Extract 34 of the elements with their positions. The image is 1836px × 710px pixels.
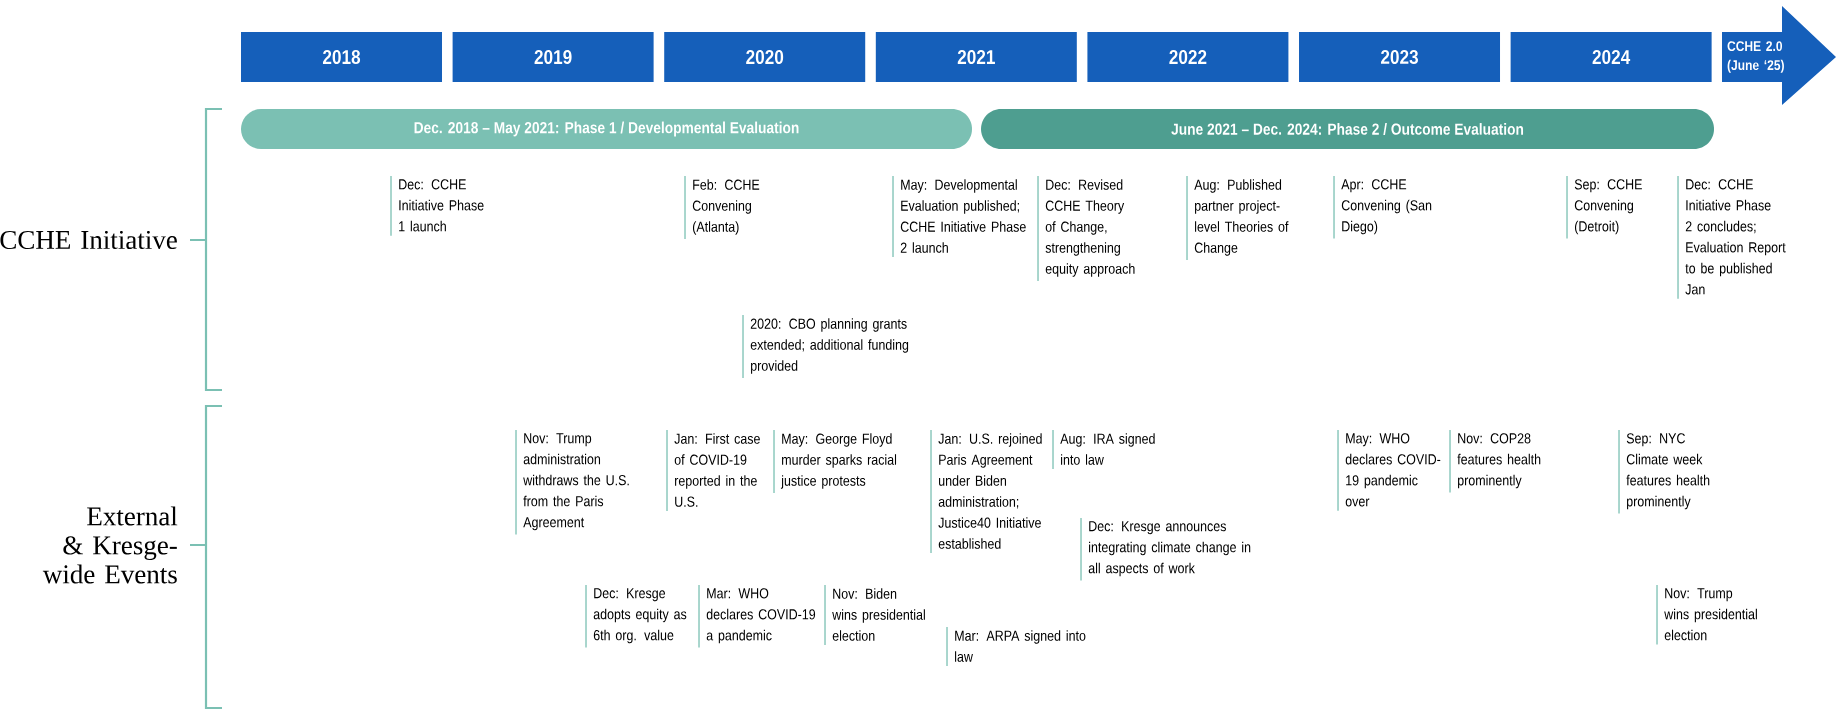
event-note: Sep: NYC Climate week features health prominently [1618,429,1710,515]
event-note: Dec: CCHE Initiative Phase 2 concludes; Evaluation Report to be published Jan [1677,175,1786,300]
event-note: May: WHO declares COVID-19 pandemic over [1337,429,1441,512]
event-note: Apr: CCHE Convening (San Diego) [1333,175,1432,240]
event-note: Jan: U.S. rejoined Paris Agreement under Biden administration; Justice40 Initiative established [930,429,1042,554]
year-box: 2021 [875,32,1077,82]
event-note: Dec: Kresge announces integrating climate change in all aspects of work [1080,517,1251,582]
event-note: Nov: Trump wins presidential election [1656,584,1757,646]
year-box: 2023 [1299,32,1500,82]
event-note: Nov: Trump administration withdraws the U.S. from the Paris Agreement [515,429,629,536]
event-note: Sep: CCHE Convening (Detroit) [1566,175,1642,240]
event-note: 2020: CBO planning grants extended; additional funding provided [742,314,909,379]
event-note: Mar: ARPA signed into law [946,626,1086,667]
year-box: 2022 [1087,32,1289,82]
event-note: Jan: First case of COVID-19 reported in the U.S. [666,429,760,512]
event-note: Mar: WHO declares COVID-19 a pandemic [698,584,816,649]
year-box: 2019 [452,32,654,82]
event-note: May: George Floyd murder sparks racial justice protests [773,429,897,494]
event-note: Feb: CCHE Convening (Atlanta) [684,175,760,240]
year-box: 2024 [1510,32,1712,82]
event-note: Dec: CCHE Initiative Phase 1 launch [390,175,484,237]
event-note: Aug: Published partner project-level Theories of Change [1186,175,1289,261]
event-note: Dec: Kresge adopts equity as 6th org. value [585,584,687,649]
group-label: External & Kresge-wide Events [42,506,178,584]
group-label: CCHE Initiative [0,230,177,250]
event-note: Nov: Biden wins presidential election [824,584,925,646]
event-note: May: Developmental Evaluation published; CCHE Initiative Phase 2 launch [892,175,1026,258]
event-note: Nov: COP28 features health prominently [1449,429,1541,494]
year-box: 2018 [241,32,442,82]
phase-band: June 2021 – Dec. 2024: Phase 2 / Outcome Evaluation [981,109,1714,149]
year-box: 2020 [664,32,866,82]
event-note: Dec: Revised CCHE Theory of Change, strengthening equity approach [1037,175,1135,282]
phase-band: Dec. 2018 – May 2021: Phase 1 / Developmental Evaluation [241,109,972,149]
event-note: Aug: IRA signed into law [1052,429,1155,470]
